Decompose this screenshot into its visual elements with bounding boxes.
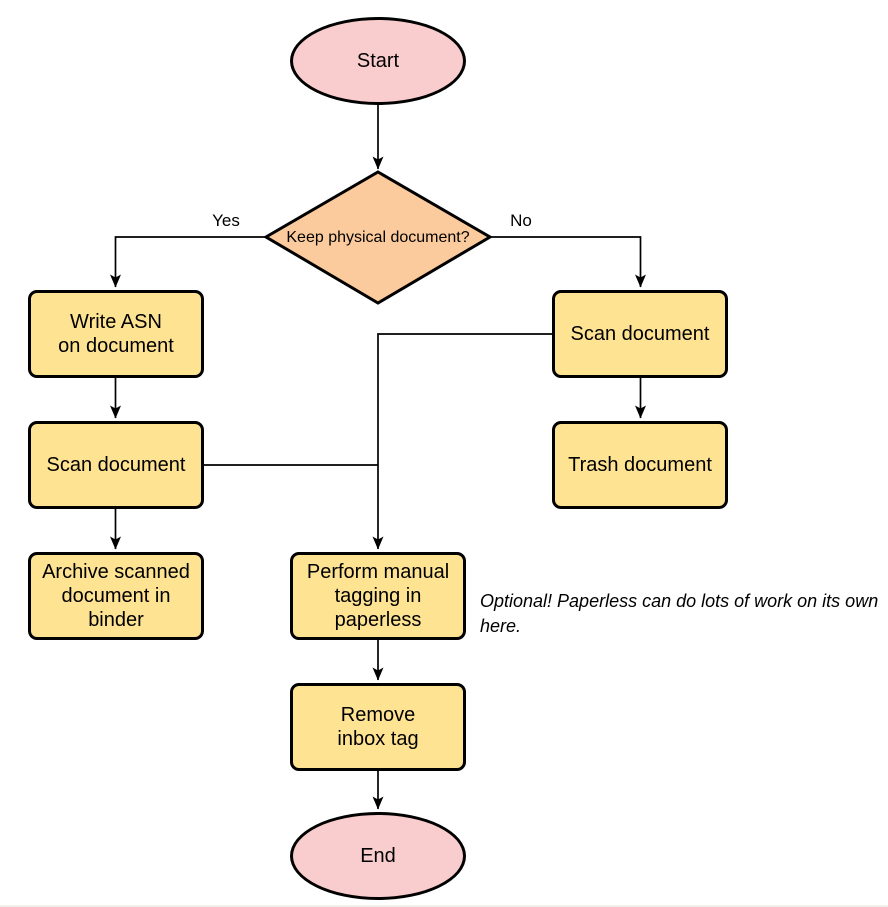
node-end: End xyxy=(290,812,466,900)
node-perform-manual-tagging: Perform manual tagging in paperless xyxy=(290,552,466,640)
bottom-edge-divider xyxy=(0,905,888,907)
node-archive-scanned-label: Archive scanned document in binder xyxy=(42,561,190,631)
node-trash-document-label: Trash document xyxy=(568,454,712,476)
edge-decision-yes-to-write-asn xyxy=(110,236,266,288)
annotation-optional-note: Optional! Paperless can do lots of work … xyxy=(480,591,879,636)
edge-decision-no-to-scan-right xyxy=(490,236,646,288)
node-trash-document: Trash document xyxy=(552,421,728,509)
node-archive-scanned: Archive scanned document in binder xyxy=(28,552,204,640)
node-write-asn: Write ASN on document xyxy=(28,290,204,378)
node-write-asn-label: Write ASN on document xyxy=(58,311,174,357)
node-perform-manual-tagging-label: Perform manual tagging in paperless xyxy=(306,561,450,631)
node-remove-inbox-tag-label: Remove inbox tag xyxy=(337,704,419,750)
decision-diamond-shape xyxy=(263,170,493,305)
node-start-label: Start xyxy=(356,50,400,72)
node-scan-document-left-label: Scan document xyxy=(46,454,186,476)
node-start: Start xyxy=(290,17,466,105)
node-scan-document-right-label: Scan document xyxy=(570,323,710,345)
edge-scan-right-to-tagging xyxy=(372,333,552,550)
node-scan-document-right: Scan document xyxy=(552,290,728,378)
node-remove-inbox-tag: Remove inbox tag xyxy=(290,683,466,771)
node-scan-document-left: Scan document xyxy=(28,421,204,509)
edge-label-no: No xyxy=(495,211,547,232)
node-decision-keep-physical: Keep physical document? xyxy=(278,172,478,303)
node-decision-label: Keep physical document? xyxy=(286,228,470,246)
node-end-label: End xyxy=(360,845,396,867)
edge-label-yes: Yes xyxy=(200,211,252,232)
